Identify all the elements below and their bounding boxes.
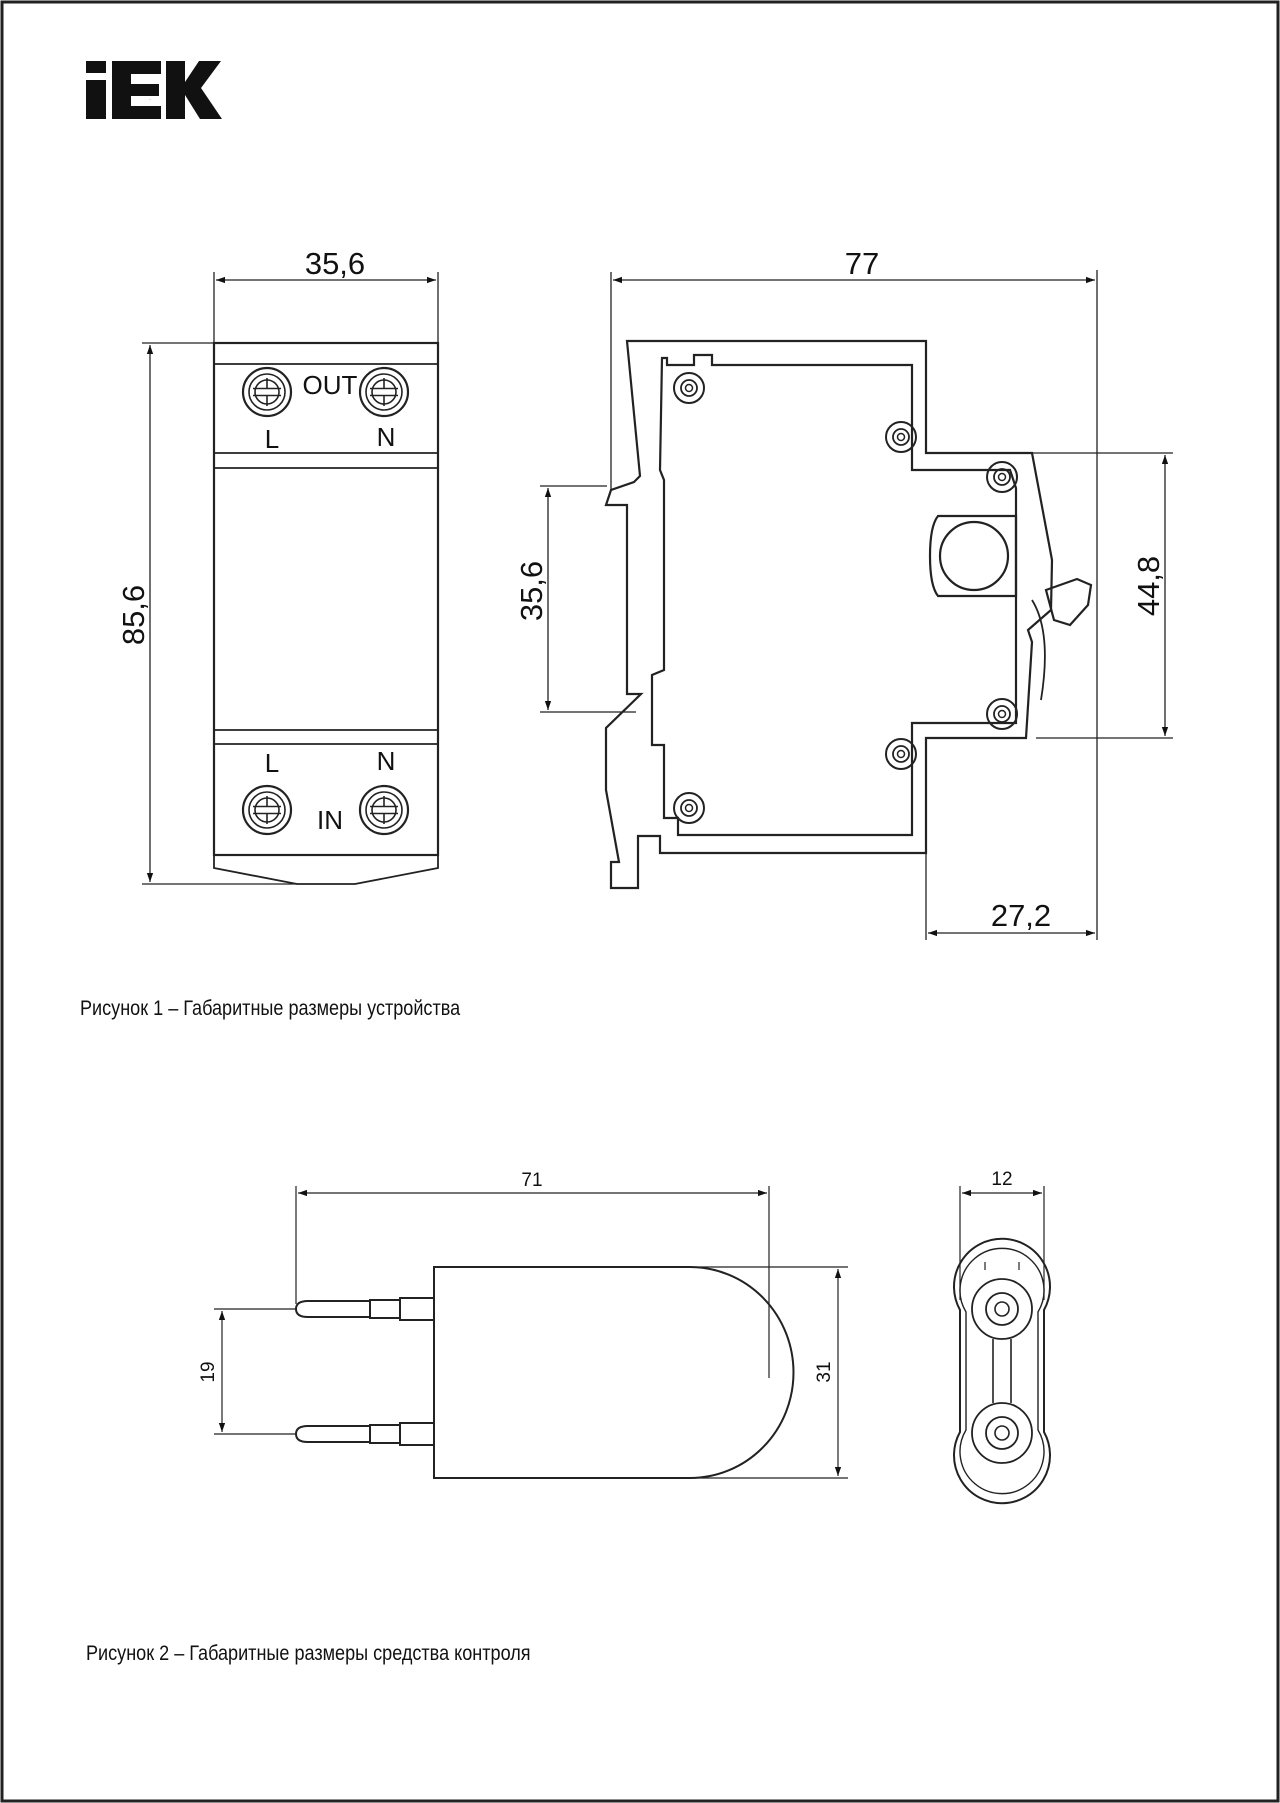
dim-front-width-label: 35,6 <box>305 246 365 281</box>
figure2-plug-view <box>294 1266 795 1479</box>
dim-plug-height-label: 31 <box>814 1361 835 1382</box>
dim-side-depth <box>610 270 1098 940</box>
dim-front-height-side <box>1032 452 1173 739</box>
figure1-side-view <box>604 339 1093 890</box>
dim-rail-width-label: 35,6 <box>514 561 549 621</box>
dim-front-height-side-label: 44,8 <box>1131 556 1166 616</box>
figure2-end-view <box>953 1237 1051 1505</box>
terminal-label-n-top: N <box>377 422 396 452</box>
terminal-label-in: IN <box>317 805 343 835</box>
dim-front-depth-label: 27,2 <box>991 898 1051 933</box>
figure2-caption: Рисунок 2 – Габаритные размеры средства … <box>86 1642 531 1665</box>
dim-front-width <box>213 272 439 343</box>
dim-end-width-label: 12 <box>991 1169 1012 1190</box>
terminal-label-l-top: L <box>265 424 279 454</box>
dim-end-width <box>959 1186 1045 1300</box>
dim-front-depth <box>925 742 1095 940</box>
figure1-caption: Рисунок 1 – Габаритные размеры устройств… <box>80 997 461 1020</box>
dim-front-height-label: 85,6 <box>116 585 151 645</box>
dim-pin-spacing <box>214 1308 296 1435</box>
terminal-label-n-bottom: N <box>377 746 396 776</box>
logo-text: IEK <box>149 99 151 101</box>
iek-logo: IEK <box>86 61 222 119</box>
dim-side-depth-label: 77 <box>845 246 879 281</box>
terminal-label-l-bottom: L <box>265 748 279 778</box>
dim-pin-spacing-label: 19 <box>198 1361 219 1382</box>
dim-rail-width <box>540 485 636 713</box>
dim-plug-length-label: 71 <box>521 1170 542 1191</box>
figure1-front-view <box>212 341 440 885</box>
dim-plug-length <box>295 1186 770 1378</box>
dim-plug-height <box>690 1266 848 1479</box>
terminal-label-out: OUT <box>303 370 358 400</box>
dim-front-height <box>142 342 297 885</box>
